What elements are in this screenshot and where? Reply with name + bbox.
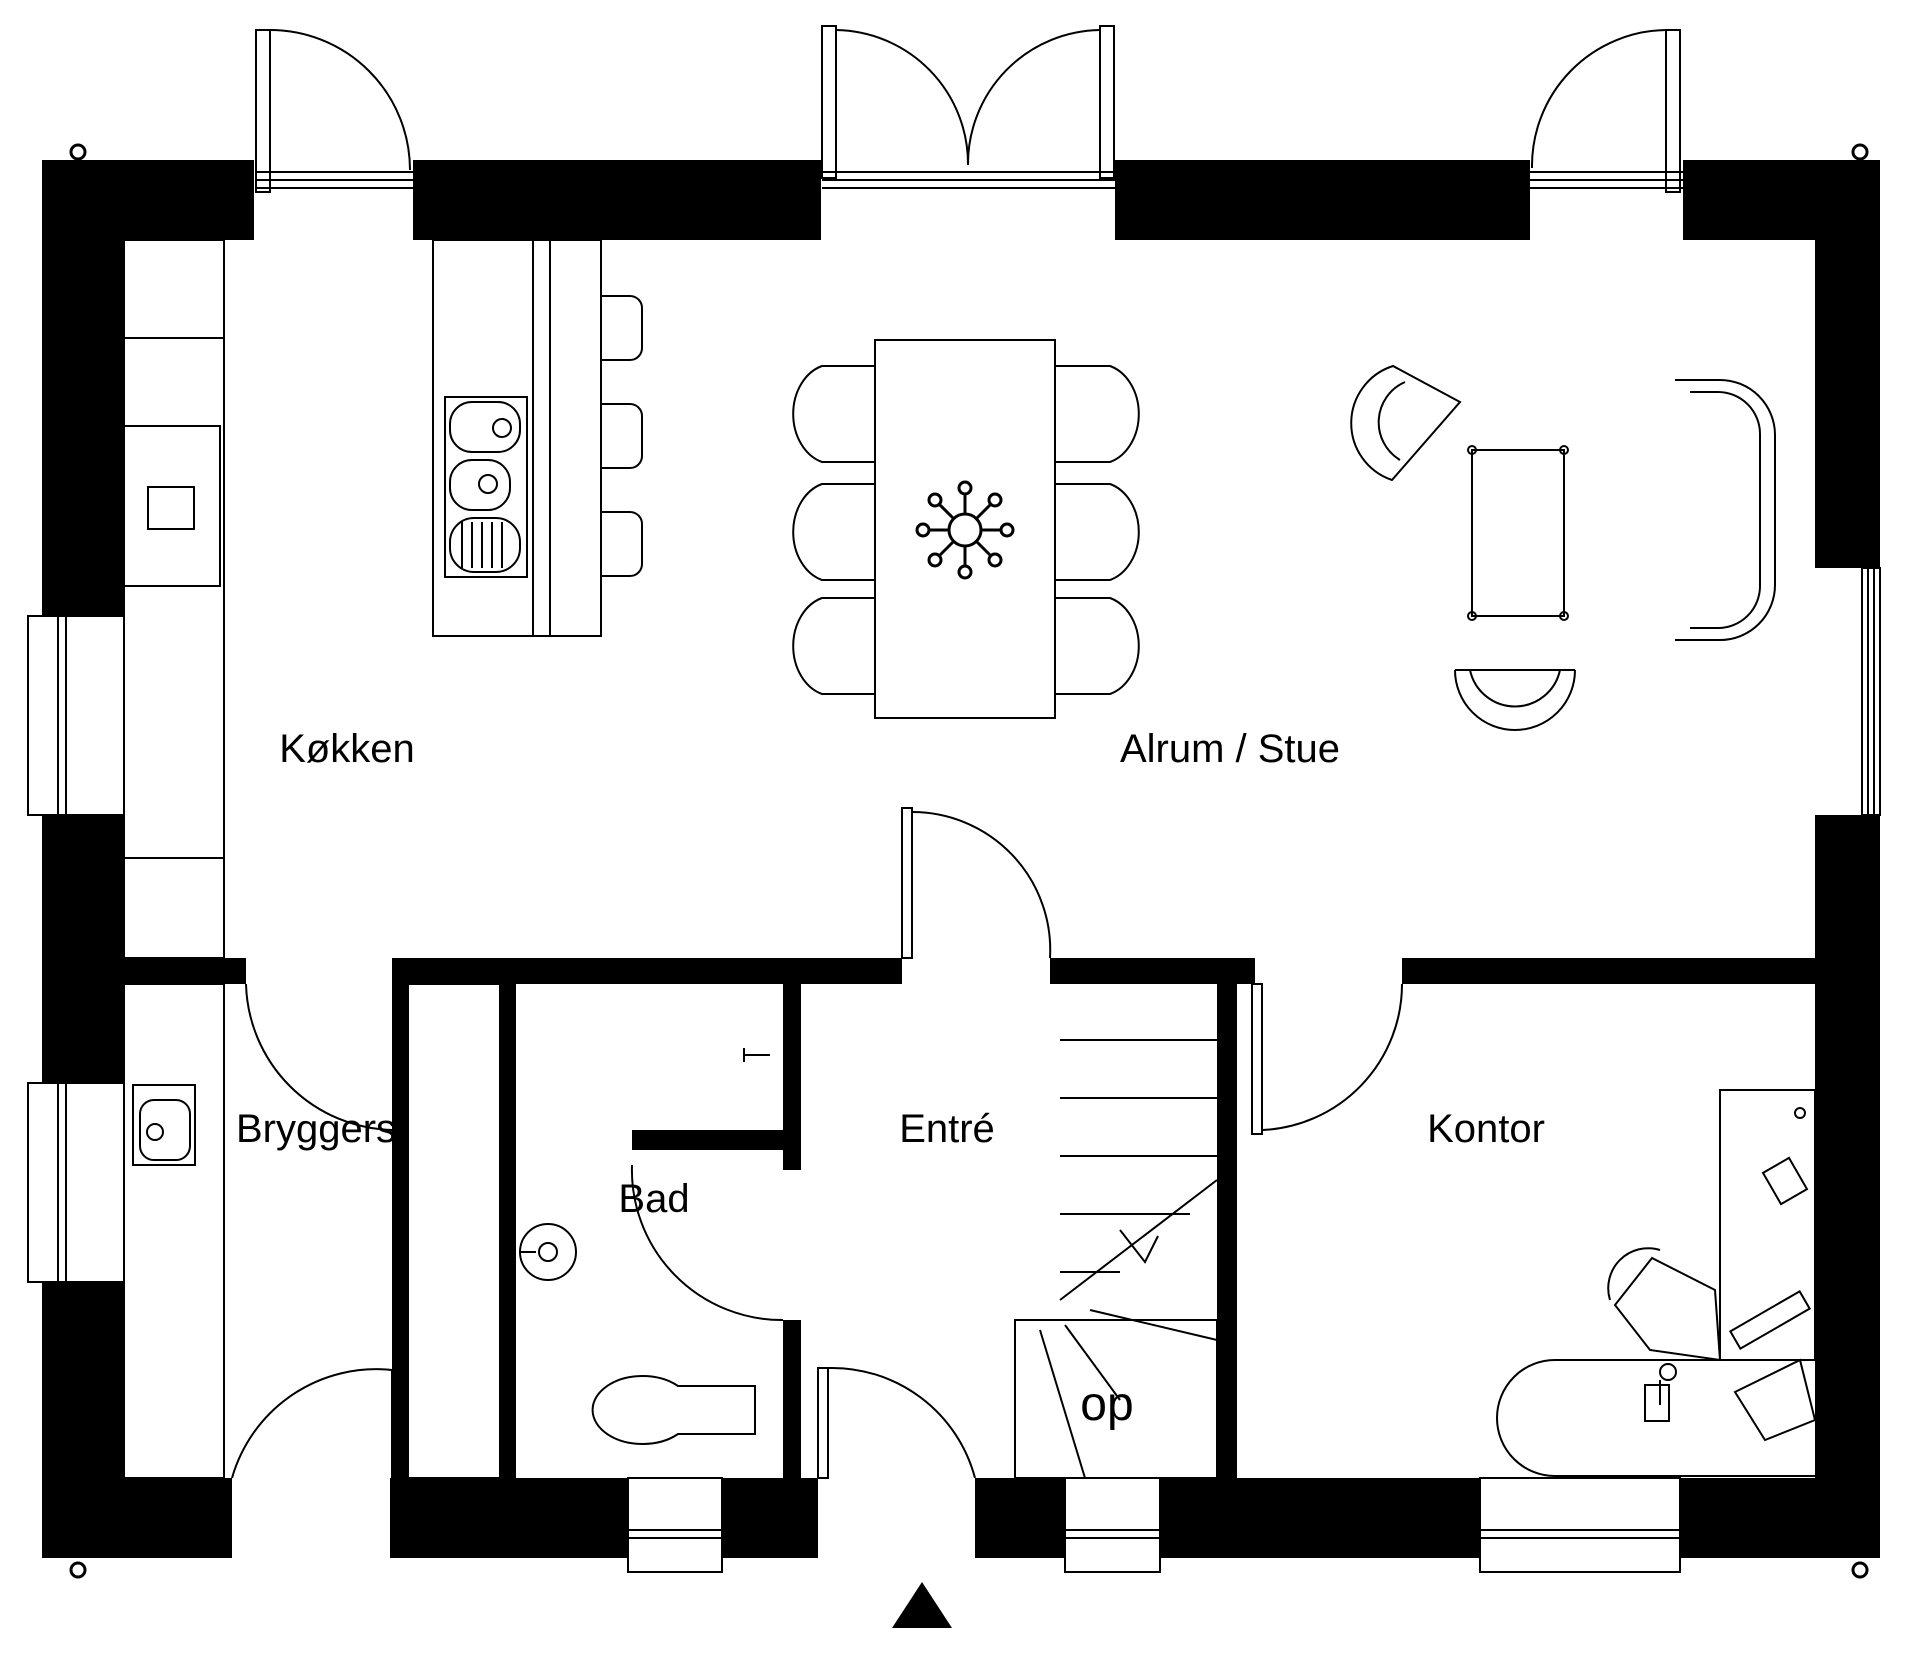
room-label-living: Alrum / Stue	[1120, 727, 1340, 771]
corner-markers	[69, 143, 1869, 1579]
sink-drainboard	[461, 522, 503, 568]
openings	[27, 25, 1881, 1573]
stairs-direction-label: op	[1080, 1378, 1133, 1431]
room-label-entrance: Entré	[899, 1107, 995, 1151]
exterior-walls	[42, 160, 1880, 1558]
room-label-bath: Bad	[618, 1177, 689, 1221]
bathroom-fixtures	[519, 1048, 770, 1445]
entrance-arrow-icon	[892, 1582, 952, 1628]
room-label-utility: Bryggers	[236, 1107, 396, 1151]
room-label-kitchen: Køkken	[279, 727, 415, 771]
room-label-office: Kontor	[1427, 1107, 1545, 1151]
office-furniture	[1496, 1089, 1817, 1477]
furniture	[123, 239, 1776, 1479]
chandelier-icon	[915, 480, 1015, 580]
phone-icon	[1644, 1363, 1677, 1422]
stair-treads	[1039, 1039, 1218, 1479]
interior-walls	[124, 958, 1815, 1478]
